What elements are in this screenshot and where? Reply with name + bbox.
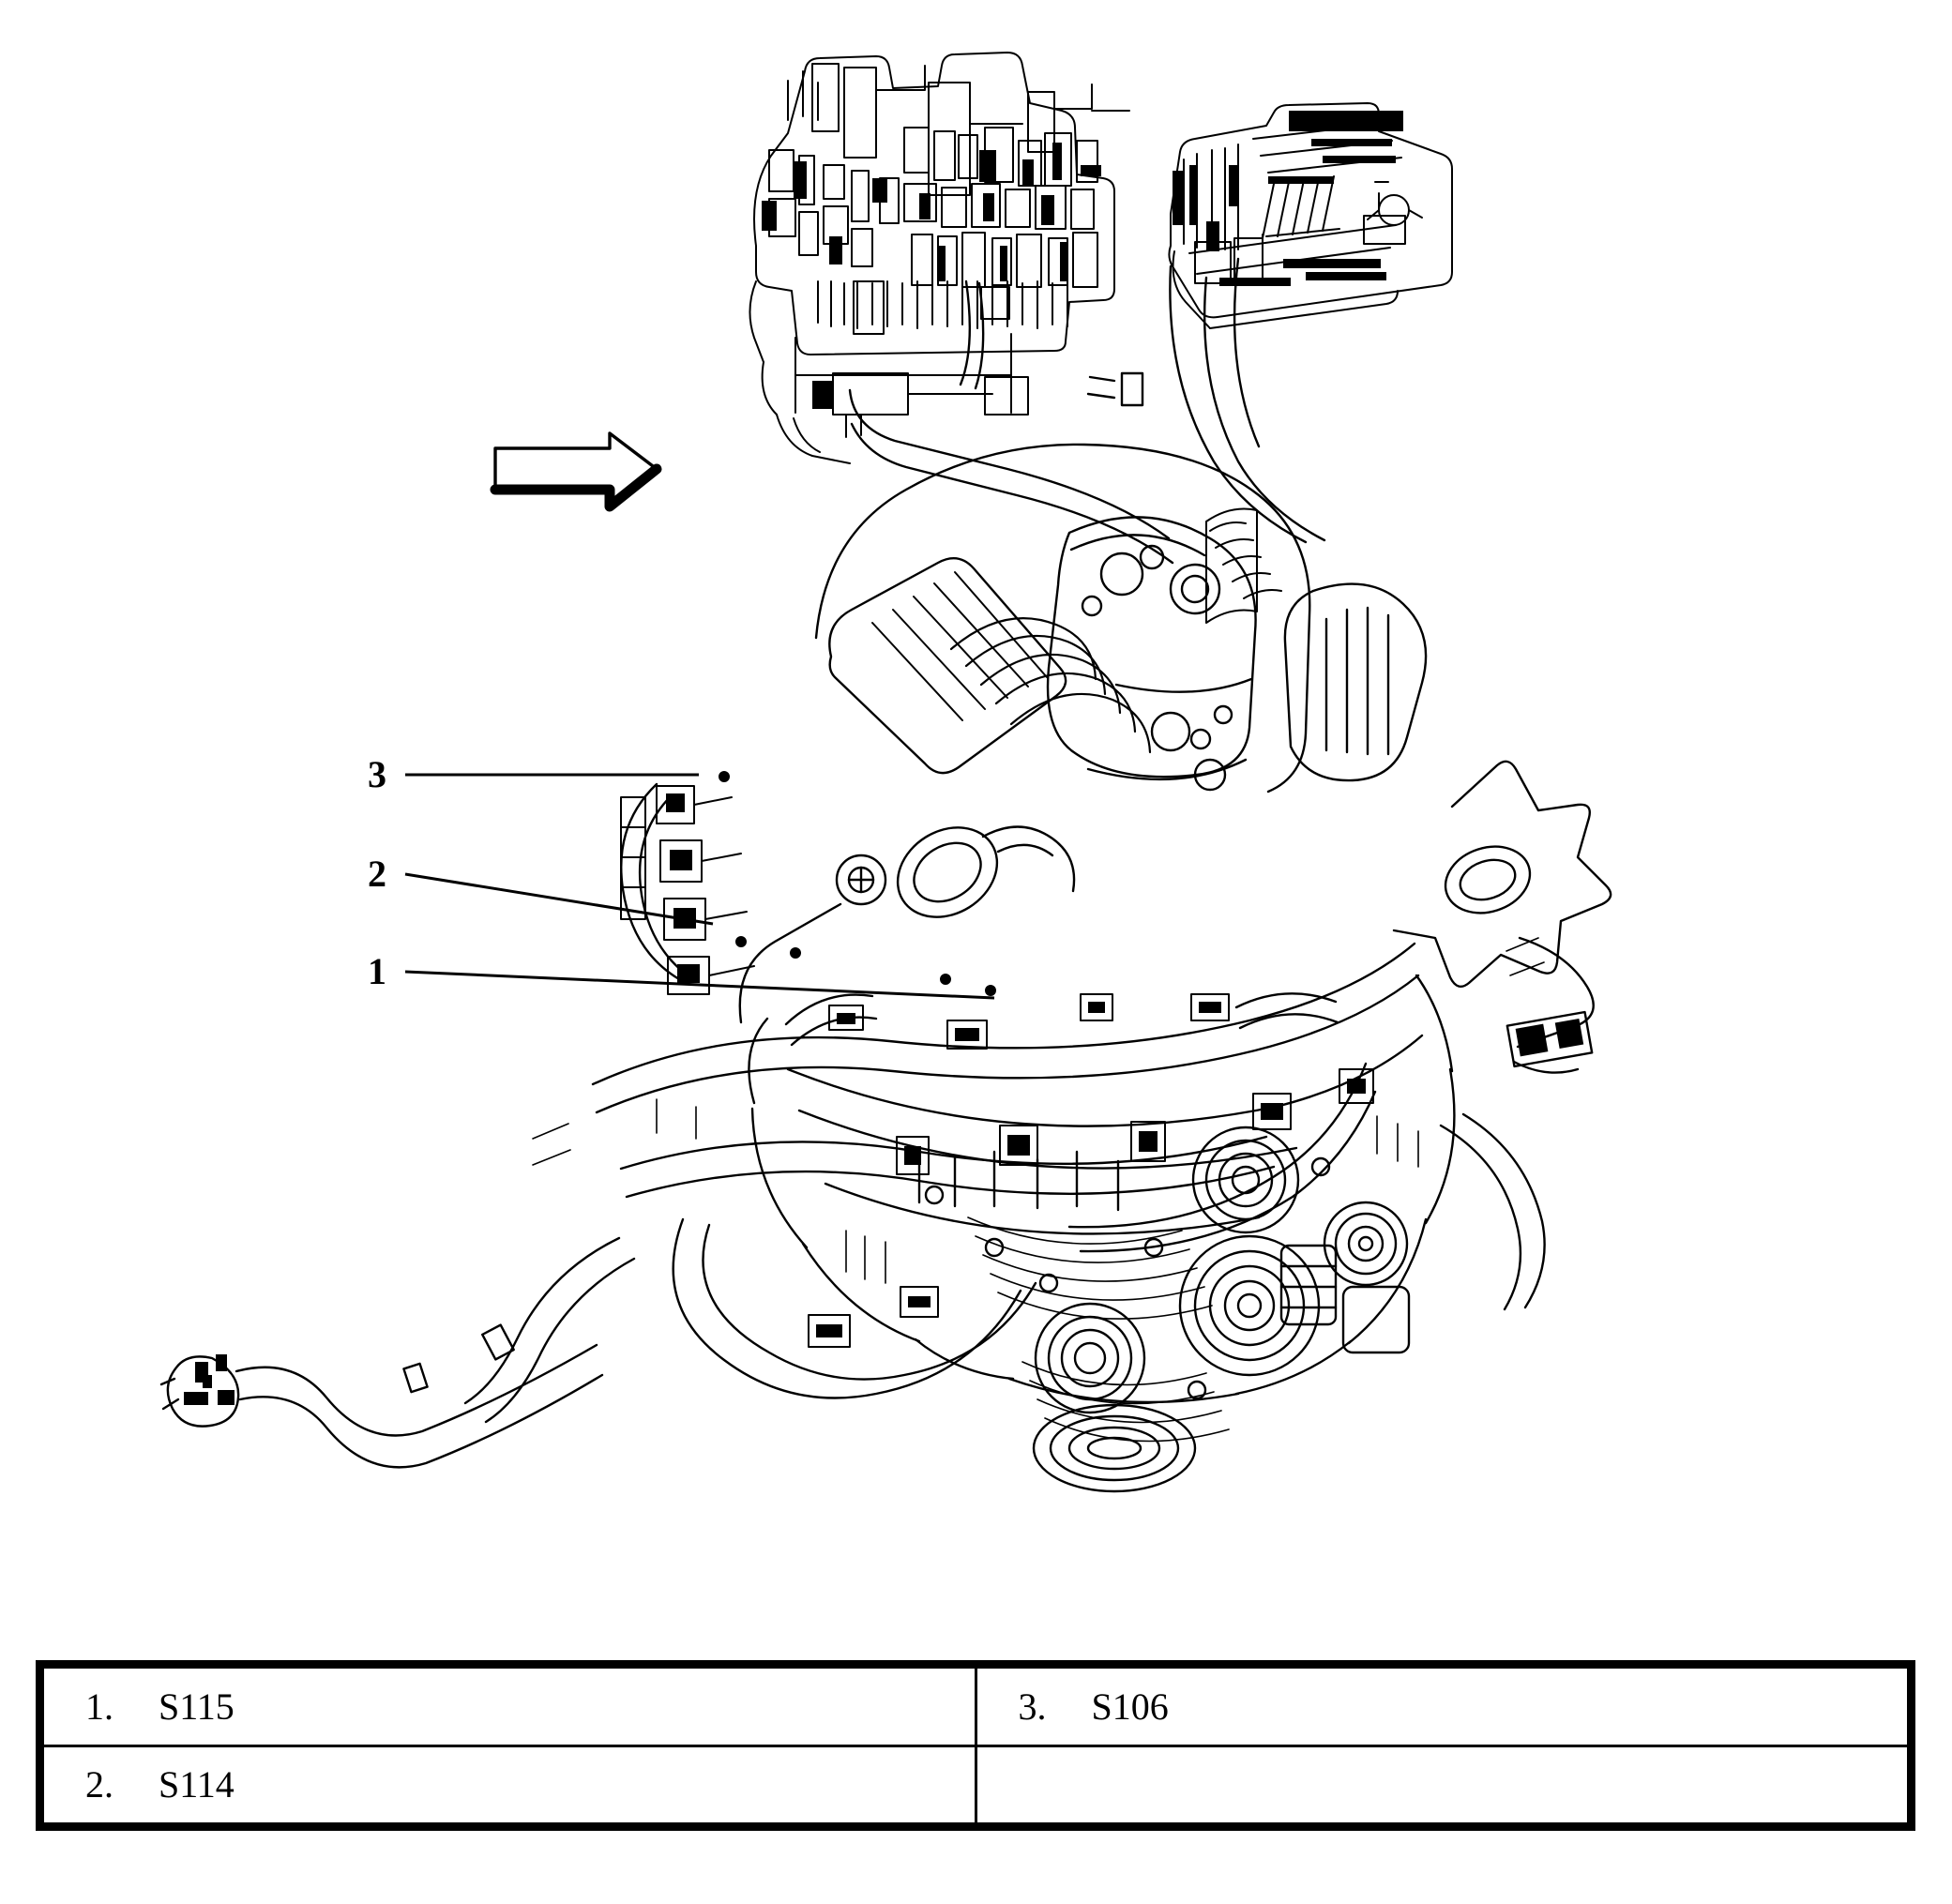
engine-wiring-harness [463,782,1546,1424]
engine-harness-tail-connector [159,1323,604,1469]
orientation-arrow-icon [490,431,662,512]
leader-line-1 [404,970,995,1000]
legend-cell-empty [974,1744,1910,1825]
underhood-fuse-block [749,52,1130,464]
legend-label-2: S114 [159,1763,235,1806]
callout-number-3: 3 [368,753,386,795]
table-row: 2. S114 [41,1744,1910,1825]
harness-connectors [808,993,1374,1348]
left-bank-connector-rail [620,771,996,996]
legend-cell-3: 3. S106 [974,1666,1910,1747]
legend-index-2: 2. [85,1763,113,1806]
callout-leader-lines [404,773,995,1000]
block-surface-detail [532,937,1545,1443]
legend-cell-2: 2. S114 [41,1744,977,1825]
legend-index-1: 1. [85,1685,113,1728]
callout-number-2: 2 [368,853,386,895]
table-row: 1. S115 3. S106 [41,1666,1910,1747]
legend-index-3: 3. [1018,1685,1047,1728]
legend-table: 1. S115 3. S106 2. S114 [36,1660,1915,1831]
callout-number-1: 1 [368,950,386,992]
legend-label-3: S106 [1091,1685,1169,1728]
engine-control-module [1168,102,1453,329]
module-to-engine-harness [848,257,1326,624]
legend-label-1: S115 [159,1685,235,1728]
legend-cell-1: 1. S115 [41,1666,977,1747]
leader-line-2 [404,872,714,926]
engine-assembly-v6 [738,443,1612,1493]
